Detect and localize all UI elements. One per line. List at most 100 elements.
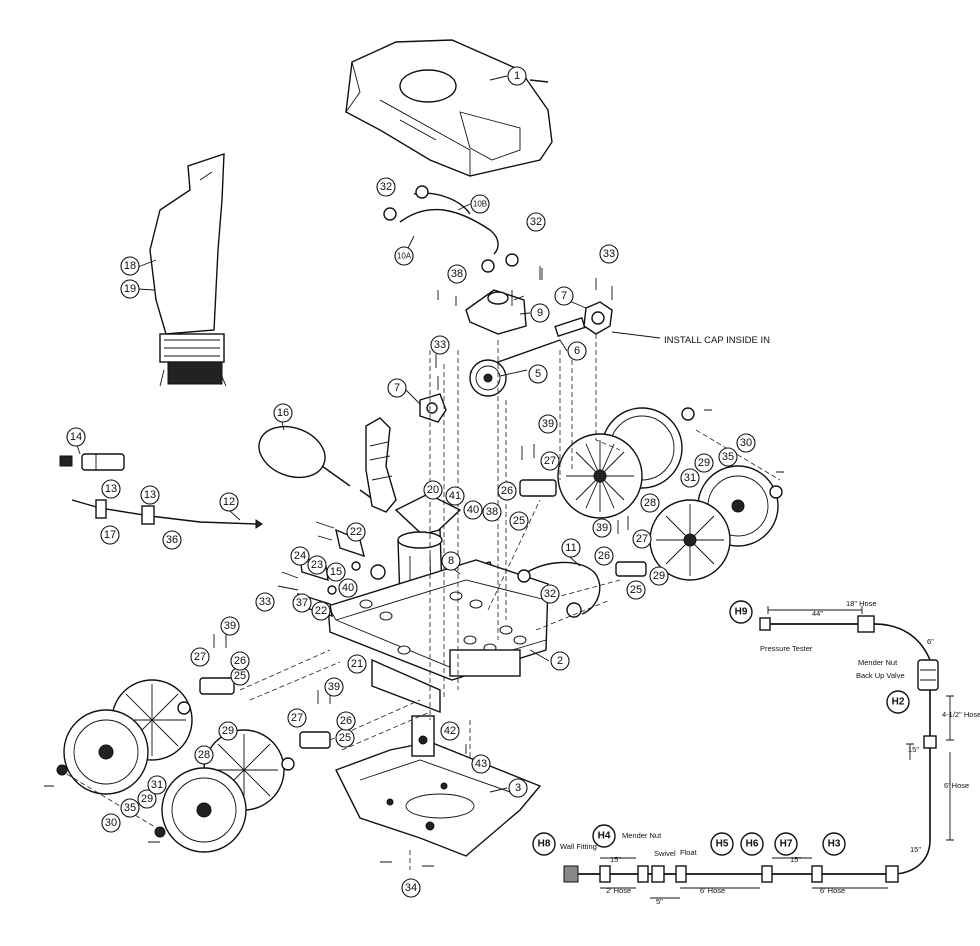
callout-29-d: 29 [141, 793, 153, 805]
callout-circle [530, 303, 550, 323]
part-filter-bag [149, 153, 227, 387]
hose-node-h2: H2 [892, 697, 905, 708]
part-clip-42 [411, 715, 435, 757]
callout-circle [736, 433, 756, 453]
callout-14: 14 [70, 431, 82, 443]
callout-circle [147, 775, 167, 795]
callout-circle [497, 481, 517, 501]
hose-routing-diagram [563, 606, 954, 899]
callout-39-d: 39 [328, 681, 340, 693]
label-wall-fitting: Wall Fitting [560, 842, 597, 851]
callout-circle [273, 403, 293, 423]
callout-1: 1 [514, 70, 520, 82]
callout-circle [66, 427, 86, 447]
callout-30-right: 30 [740, 437, 752, 449]
callout-32-a: 32 [380, 181, 392, 193]
label-back-up-valve: Back Up Valve [856, 671, 905, 680]
callout-25-b: 25 [630, 584, 642, 596]
callout-7-left: 7 [394, 382, 400, 394]
callout-circle [287, 708, 307, 728]
callout-circle [120, 798, 140, 818]
callout-33-c: 33 [259, 596, 271, 608]
part-float-16 [258, 425, 389, 511]
hose-node-h4: H4 [598, 831, 611, 842]
callout-16: 16 [277, 407, 289, 419]
callout-circle [528, 364, 548, 384]
callout-circle [526, 212, 546, 232]
callout-11: 11 [565, 542, 576, 554]
callout-24: 24 [294, 550, 306, 562]
callout-32-c: 32 [544, 588, 556, 600]
callout-circle [482, 502, 502, 522]
callout-circle [394, 246, 414, 266]
callout-circle [470, 194, 490, 214]
callout-circle [594, 546, 614, 566]
callout-3: 3 [515, 782, 521, 794]
callout-37: 37 [296, 597, 308, 609]
callout-34: 34 [405, 882, 417, 894]
callout-circle [290, 546, 310, 566]
callout-17: 17 [104, 529, 116, 541]
callout-28-right: 28 [644, 497, 656, 509]
callout-circle [220, 616, 240, 636]
callout-27-c: 27 [194, 651, 206, 663]
part-chassis-2 [327, 559, 549, 714]
callout-circle [347, 654, 367, 674]
callout-circle [540, 451, 560, 471]
callout-circle [507, 66, 527, 86]
callout-35-left: 35 [124, 802, 136, 814]
callout-32-b: 32 [530, 216, 542, 228]
callout-circle [190, 647, 210, 667]
label-dim-15-a: 15" [610, 855, 621, 864]
callout-39-b: 39 [596, 522, 608, 534]
callout-circle [632, 529, 652, 549]
callout-29-b: 29 [653, 570, 665, 582]
part-top-cover [345, 39, 553, 177]
callout-circle [640, 493, 660, 513]
callout-circle [140, 485, 160, 505]
callout-31-left: 31 [151, 779, 163, 791]
callout-circle [194, 745, 214, 765]
label-hose-4-half: 4-1/2" Hose [942, 710, 980, 719]
callout-33-b: 33 [434, 339, 446, 351]
callout-21: 21 [351, 658, 363, 670]
callout-circle [255, 592, 275, 612]
callout-29-a: 29 [698, 457, 710, 469]
callout-25-a: 25 [513, 515, 525, 527]
hose-node-labels: H9 H2 H8 H4 H5 H6 H7 H3 [538, 607, 905, 850]
callout-2: 2 [557, 655, 563, 667]
callout-circle [550, 651, 570, 671]
callout-27-a: 27 [544, 455, 556, 467]
callout-7-right: 7 [561, 290, 567, 302]
callout-43: 43 [475, 758, 487, 770]
callout-circle [567, 341, 587, 361]
hose-text-labels: Pressure Tester 18" Hose 44" 6" Mender N… [560, 599, 980, 906]
callout-15: 15 [330, 566, 342, 578]
callout-circle [508, 778, 528, 798]
callout-12: 12 [223, 496, 235, 508]
callout-circle [430, 335, 450, 355]
callout-circle [599, 244, 619, 264]
callout-circle [324, 677, 344, 697]
callout-26-c: 26 [234, 655, 246, 667]
callout-circle [540, 584, 560, 604]
callout-circle [649, 566, 669, 586]
callout-labels: 1 2 3 5 6 7 7 8 9 10A 10B 11 12 13 13 14… [70, 70, 752, 894]
callout-circle [718, 447, 738, 467]
callout-circle [447, 264, 467, 284]
callout-circle [101, 479, 121, 499]
label-mender-nut: Mender Nut [858, 658, 898, 667]
label-hose-2ft: 2' Hose [606, 886, 631, 895]
callout-circle [463, 500, 483, 520]
callout-circle [441, 551, 461, 571]
callout-27-d: 27 [291, 712, 303, 724]
callout-circle [445, 486, 465, 506]
callout-circle [230, 651, 250, 671]
callout-31-right: 31 [684, 472, 696, 484]
callout-circle [346, 522, 366, 542]
callout-10a: 10A [397, 252, 412, 261]
callout-6: 6 [574, 345, 580, 357]
label-swivel: Swivel [654, 849, 676, 858]
label-float: Float [680, 848, 698, 857]
